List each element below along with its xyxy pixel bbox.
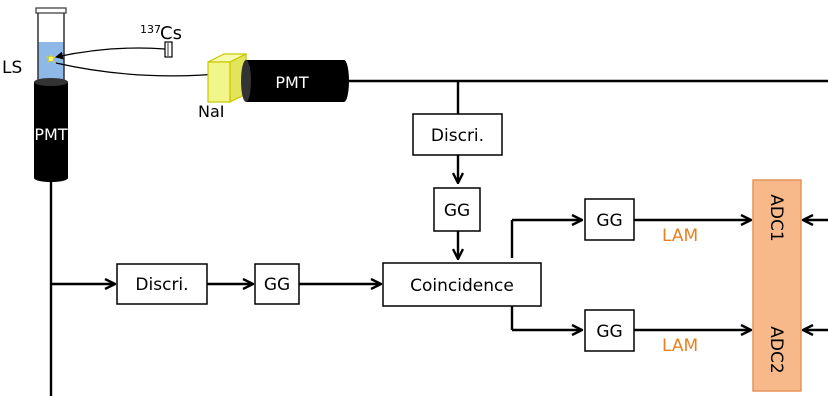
test-tube [35, 7, 67, 83]
cs-mass-number: 137 [140, 23, 161, 36]
discri-left-box: Discri. [116, 263, 208, 305]
lam-lower-label: LAM [662, 336, 698, 356]
gg-left-box: GG [254, 263, 300, 305]
gamma-ray-to-nai [55, 62, 230, 78]
pmt-top-label: PMT [275, 73, 308, 92]
pmt-left: PMT [34, 78, 68, 182]
cs-element-label: Cs [160, 23, 182, 44]
gg-upper-box: GG [584, 198, 635, 241]
adc1-label: ADC1 [766, 194, 786, 241]
ls-label: LS [2, 58, 22, 78]
gg-left-label: GG [264, 275, 290, 295]
nai-crystal [207, 53, 247, 103]
discri-left-label: Discri. [135, 275, 188, 295]
gg-upper-label: GG [596, 211, 622, 231]
signal-wires [49, 79, 828, 396]
discri-top-box: Discri. [412, 113, 503, 156]
adc-module: ADC1 ADC2 [752, 179, 802, 392]
gg-lower-label: GG [596, 322, 622, 342]
nai-label: NaI [198, 102, 225, 121]
pmt-left-label: PMT [34, 125, 67, 144]
gamma-ray-to-ls [55, 47, 166, 60]
pmt-top: PMT [241, 60, 349, 102]
cs-source-icon [164, 41, 173, 58]
adc2-label: ADC2 [766, 326, 786, 373]
coincidence-label: Coincidence [410, 276, 514, 296]
gg-top-box: GG [433, 187, 481, 232]
liquid-scintillator [38, 42, 64, 82]
gg-lower-box: GG [584, 309, 635, 352]
lam-upper-label: LAM [662, 226, 698, 246]
scintillation-star-icon [45, 53, 57, 64]
gg-top-label: GG [444, 201, 470, 221]
discri-top-label: Discri. [431, 126, 484, 146]
coincidence-box: Coincidence [382, 262, 542, 307]
